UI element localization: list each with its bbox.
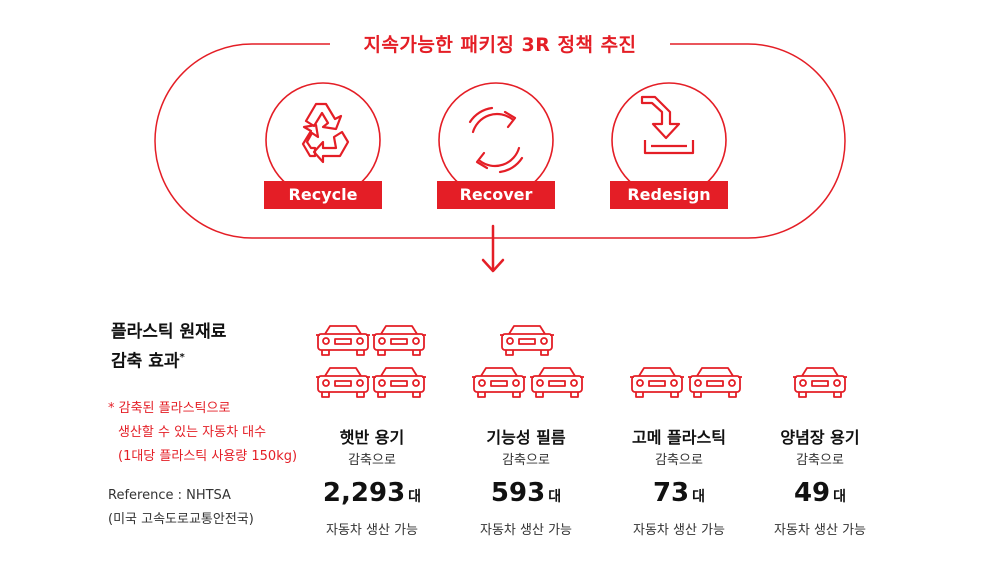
recycle-icon [301, 102, 350, 164]
reference-source-detail: (미국 고속도로교통안전국) [108, 512, 254, 527]
car-icon [316, 325, 370, 356]
result-name: 양념장 용기 [780, 428, 860, 447]
recycle-circle [265, 82, 381, 198]
recover-badge: Recover [437, 181, 555, 209]
car-icon [630, 367, 684, 398]
result-sub: 감축으로 [655, 453, 703, 468]
redesign-badge: Redesign [610, 181, 728, 209]
result-name: 기능성 필름 [486, 428, 566, 447]
footnote-line: * 감축된 플라스틱으로 [108, 401, 231, 416]
result-name: 햇반 용기 [339, 428, 405, 447]
reference: Reference : NHTSA (미국 고속도로교통안전국) [108, 484, 254, 532]
result-caption: 자동차 생산 가능 [480, 523, 572, 538]
result-sub: 감축으로 [796, 453, 844, 468]
car-icon [316, 367, 370, 398]
result-caption: 자동차 생산 가능 [774, 523, 866, 538]
effect-heading: 플라스틱 원재료 감축 효과* [111, 320, 226, 375]
car-icon [372, 325, 426, 356]
car-icon-groups [316, 325, 847, 398]
footnote-line: (1대당 플라스틱 사용량 150kg) [118, 449, 298, 464]
rounded-frame-outline [154, 43, 846, 239]
result-sub: 감축으로 [502, 453, 550, 468]
footnote-line: 생산할 수 있는 자동차 대수 [118, 425, 267, 440]
recover-circle [438, 82, 554, 198]
car-icon [530, 367, 584, 398]
result-caption: 자동차 생산 가능 [326, 523, 418, 538]
page-title: 지속가능한 패키징 3R 정책 추진 [0, 30, 1000, 57]
redesign-icon [640, 95, 695, 155]
result-name: 고메 플라스틱 [632, 428, 726, 447]
reference-source: Reference : NHTSA [108, 488, 231, 503]
car-icon [688, 367, 742, 398]
recover-icon [468, 106, 524, 174]
effect-heading-line1: 플라스틱 원재료 [111, 322, 227, 342]
result-sub: 감축으로 [348, 453, 396, 468]
car-icon [500, 325, 554, 356]
car-icon [472, 367, 526, 398]
recycle-badge: Recycle [264, 181, 382, 209]
effect-heading-line2: 감축 효과 [111, 351, 180, 372]
footnote-mark: * [179, 352, 185, 363]
down-arrow-icon [481, 224, 505, 273]
car-icon [793, 367, 847, 398]
result-caption: 자동차 생산 가능 [633, 523, 725, 538]
car-icon [372, 367, 426, 398]
footnote: * 감축된 플라스틱으로 생산할 수 있는 자동차 대수 (1대당 플라스틱 사… [108, 397, 297, 469]
redesign-circle [611, 82, 727, 198]
